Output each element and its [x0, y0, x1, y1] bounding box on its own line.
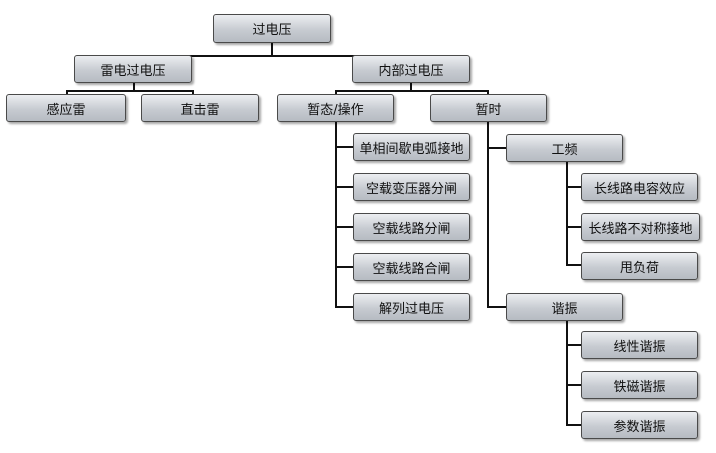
connector: [487, 122, 489, 308]
node-transient-switching: 暂态/操作: [277, 94, 394, 122]
node-ferroresonance: 铁磁谐振: [581, 371, 698, 399]
node-direct-lightning: 直击雷: [141, 94, 259, 122]
connector: [66, 90, 194, 92]
connector: [566, 226, 581, 228]
node-resonance: 谐振: [506, 293, 623, 321]
connector: [192, 90, 194, 94]
connector: [335, 186, 353, 188]
node-long-line-capacitance: 长线路电容效应: [581, 173, 698, 201]
node-lightning-overvoltage: 雷电过电压: [74, 55, 192, 83]
connector: [335, 266, 353, 268]
connector: [410, 83, 412, 91]
connector: [133, 83, 135, 91]
node-no-load-transformer-opening: 空载变压器分闸: [353, 173, 470, 201]
connector: [566, 162, 568, 266]
connector: [133, 55, 412, 57]
connector: [335, 146, 353, 148]
connector: [335, 122, 337, 308]
connector: [566, 321, 568, 426]
connector: [66, 90, 68, 94]
node-no-load-line-closing: 空载线路合闸: [353, 253, 470, 281]
connector: [335, 90, 489, 92]
node-intermittent-arc-grounding: 单相间歇电弧接地: [353, 133, 470, 161]
node-power-frequency: 工频: [506, 134, 623, 162]
node-no-load-line-opening: 空载线路分闸: [353, 213, 470, 241]
connector: [335, 226, 353, 228]
connector: [566, 384, 581, 386]
connector: [487, 306, 506, 308]
node-temporary: 暂时: [430, 94, 547, 122]
node-root: 过电压: [213, 14, 331, 43]
connector: [487, 147, 506, 149]
node-internal-overvoltage: 内部过电压: [352, 55, 470, 83]
connector: [566, 344, 581, 346]
node-islanding-overvoltage: 解列过电压: [353, 293, 470, 321]
connector: [271, 43, 273, 56]
node-induced-lightning: 感应雷: [6, 94, 126, 122]
connector: [335, 306, 353, 308]
node-long-line-asymmetric-grounding: 长线路不对称接地: [581, 213, 700, 241]
connector: [566, 424, 581, 426]
connector: [566, 264, 581, 266]
node-load-rejection: 甩负荷: [581, 252, 698, 280]
connector: [487, 90, 489, 94]
node-parametric-resonance: 参数谐振: [581, 411, 698, 439]
connector: [335, 90, 337, 94]
node-linear-resonance: 线性谐振: [581, 331, 698, 359]
connector: [566, 186, 581, 188]
